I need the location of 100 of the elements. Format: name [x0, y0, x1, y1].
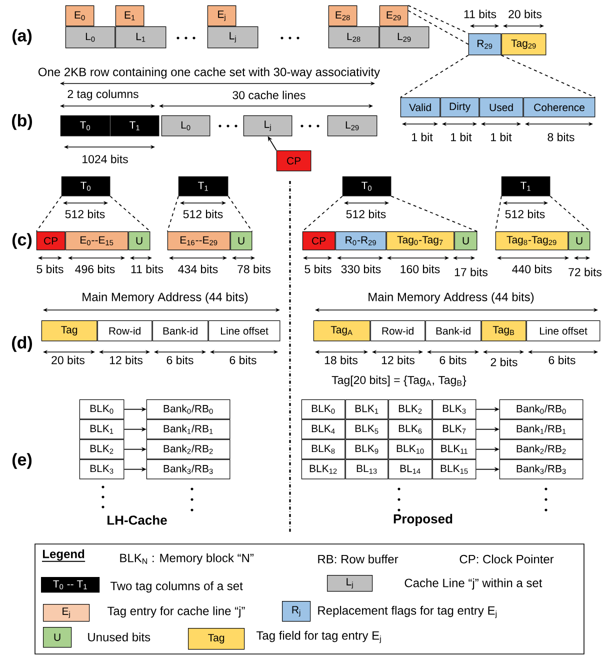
- dimension-label: 512 bits: [65, 210, 105, 218]
- panel-label: (b): [12, 114, 32, 130]
- block-box: BLK$_{5}$: [345, 419, 388, 440]
- dimension-label: 17 bits: [454, 268, 488, 276]
- block-box: BLK$_{8}$: [301, 439, 346, 460]
- zoom-line: [408, 4, 469, 34]
- dimension-label: 5 bits: [304, 264, 332, 274]
- legend-text: RB: Row buffer: [318, 554, 398, 564]
- zoom-line: [228, 196, 253, 232]
- block-box: BLK$_{2}$: [388, 399, 432, 420]
- dimension-label: 512 bits: [346, 210, 386, 218]
- address-field-box: Bank-id: [425, 320, 482, 342]
- tag-column-box: T$_{1}$: [501, 176, 550, 196]
- tag-entry-box: E$_{0}$: [65, 5, 94, 26]
- dimension-label: 440 bits: [512, 264, 552, 274]
- zoom-line: [36, 196, 62, 232]
- dimension-label: Main Memory Address (44 bits): [368, 292, 534, 304]
- block-box: BL$_{13}$: [345, 459, 388, 480]
- tag-entry-box: E$_{29}$: [379, 5, 408, 26]
- address-field-box: Line offset: [208, 320, 280, 342]
- bank-box: Bank$_{1}$/RB$_{1}$: [499, 419, 584, 440]
- address-field-box: Row-id: [97, 320, 152, 342]
- block-box: BLK$_{12}$: [301, 459, 346, 480]
- field-box: Tag$_{29}$: [501, 33, 546, 56]
- tag-column-box: T$_{0}$: [342, 176, 392, 196]
- legend-text: Tag field for tag entry E$_{j}$: [256, 630, 381, 644]
- dimension-label: 2 tag columns: [68, 90, 138, 100]
- bank-box: Bank$_{2}$/RB$_{2}$: [499, 439, 584, 460]
- zoom-line: [302, 196, 343, 232]
- dimension-label: 6 bits: [230, 356, 256, 364]
- block-box: BLK$_{4}$: [301, 419, 346, 440]
- block-box: BLK$_{11}$: [432, 439, 476, 460]
- panel-label: (c): [12, 233, 32, 249]
- field-box: Used: [479, 97, 524, 118]
- dimension-label: 496 bits: [75, 264, 115, 274]
- block-box: BL$_{14}$: [388, 459, 432, 480]
- tag-column-box: T$_{0}$: [60, 115, 110, 136]
- pointer-box: CP: [276, 150, 312, 172]
- field-box: E$_{0}$--E$_{15}$: [65, 231, 128, 250]
- dimension-label: 1024 bits: [82, 154, 128, 164]
- field-box: U: [230, 231, 252, 250]
- bank-box: Bank$_{3}$/RB$_{3}$: [146, 459, 230, 480]
- dimension-label: 330 bits: [341, 264, 381, 274]
- address-field-box: Line offset: [526, 320, 600, 342]
- legend-text: Two tag columns of a set: [110, 581, 243, 593]
- zoom-line: [500, 54, 596, 98]
- zoom-line: [166, 196, 179, 232]
- bank-box: Bank$_{0}$/RB$_{0}$: [146, 399, 230, 420]
- address-field-box: Tag$_{B}$: [481, 320, 526, 342]
- field-box: E$_{16}$--E$_{29}$: [167, 231, 230, 250]
- legend-text: Tag entry for cache line “j”: [107, 606, 245, 618]
- dimension-label: 18 bits: [324, 356, 358, 364]
- dimension-label: 11 bits: [464, 10, 496, 18]
- block-box: BLK$_{10}$: [388, 439, 432, 460]
- panel-label: (a): [12, 29, 32, 45]
- section-heading: Proposed: [394, 514, 452, 526]
- bank-box: Bank$_{0}$/RB$_{0}$: [499, 399, 584, 420]
- block-box: BLK$_{1}$: [79, 419, 124, 440]
- tag-column-box: T$_{1}$: [178, 176, 228, 196]
- address-field-box: Bank-id: [152, 320, 208, 342]
- formula-note: Tag[20 bits] = {Tag$_{A}$, Tag$_{B}$}: [332, 376, 466, 386]
- field-box: U: [454, 231, 478, 250]
- bank-box: Bank$_{1}$/RB$_{1}$: [146, 419, 230, 440]
- legend-text: Replacement flags for tag entry E$_{j}$: [318, 606, 497, 618]
- block-box: BLK$_{3}$: [79, 459, 124, 480]
- dimension-label: 30 cache lines: [232, 90, 306, 100]
- dimension-label: 512 bits: [505, 210, 545, 218]
- tag-column-box: T$_{1}$: [110, 115, 160, 136]
- field-box: Tag$_{0}$-Tag$_{7}$: [386, 231, 454, 250]
- block-box: BLK$_{15}$: [432, 459, 476, 480]
- field-box: R$_{29}$: [468, 33, 502, 56]
- panel-label: (d): [12, 336, 32, 352]
- dimension-label: 6 bits: [548, 356, 576, 364]
- zoom-line: [390, 196, 478, 232]
- panel-label: (e): [12, 453, 32, 469]
- tag-entry-box: E$_{j}$: [207, 5, 236, 26]
- legend-text: BLK$_{N}$ : Memory block “N”: [120, 553, 254, 565]
- address-field-box: Row-id: [370, 320, 426, 342]
- legend-text: Cache Line “j” within a set: [404, 578, 542, 590]
- tag-column-box: T$_{0}$: [61, 176, 110, 196]
- zoom-line: [494, 196, 502, 232]
- dimension-label: Main Memory Address (44 bits): [82, 292, 248, 304]
- dimension-label: 1 bit: [491, 132, 512, 142]
- legend-text: Unused bits: [88, 632, 150, 642]
- zoom-line: [408, 10, 469, 45]
- field-box: CP: [302, 231, 336, 250]
- dimension-label: 1 bit: [451, 132, 472, 142]
- block-box: BLK$_{2}$: [79, 439, 124, 460]
- zoom-line: [550, 196, 591, 232]
- block-box: BLK$_{6}$: [388, 419, 432, 440]
- field-box: U: [568, 231, 590, 250]
- address-field-box: Tag: [41, 320, 98, 342]
- field-box: U: [128, 231, 150, 250]
- field-box: Coherence: [523, 97, 596, 118]
- dimension-label: One 2KB row containing one cache set with 30-way associativity: [38, 67, 380, 79]
- block-box: BLK$_{7}$: [432, 419, 476, 440]
- block-box: BLK$_{9}$: [345, 439, 388, 460]
- dimension-label: 5 bits: [36, 264, 64, 274]
- field-box: Valid: [400, 97, 440, 118]
- field-box: CP: [36, 231, 66, 250]
